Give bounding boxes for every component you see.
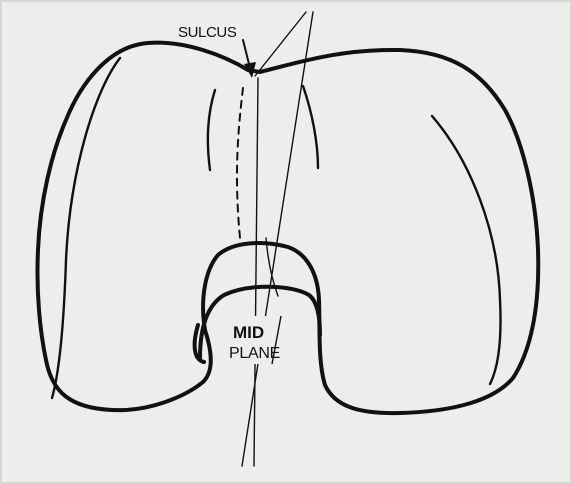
left-condyle-inner-line — [52, 58, 120, 398]
mid-label: MID — [233, 323, 264, 342]
right-condyle-inner-line — [432, 116, 501, 384]
mid-plane-back-edge — [242, 12, 313, 466]
mid-plane-front-edge — [254, 78, 258, 466]
sulcus-dashed-line — [237, 88, 243, 238]
left-ridge-line — [208, 90, 215, 170]
plane-label: PLANE — [229, 345, 280, 362]
sulcus-label: SULCUS — [178, 24, 237, 41]
right-ridge-line — [303, 86, 318, 168]
mid-plane — [242, 12, 313, 466]
